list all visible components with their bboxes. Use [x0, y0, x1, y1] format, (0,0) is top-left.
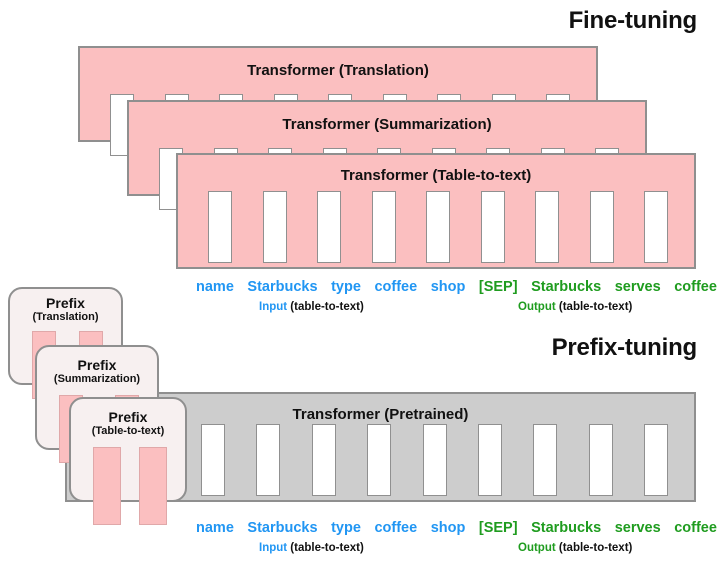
- transformer-label-pretrained: Transformer (Pretrained): [292, 406, 469, 423]
- token-slot: [371, 191, 396, 263]
- token-slot: [589, 191, 614, 263]
- token-slot: [208, 191, 232, 263]
- token-input-3: coffee: [374, 279, 418, 295]
- output-keyword-top: Output: [518, 301, 556, 313]
- token-slot: [422, 424, 447, 496]
- input-label-bottom: Input (table-to-text): [259, 542, 364, 554]
- token-input-2: type: [331, 520, 361, 536]
- token-slot: [644, 424, 668, 496]
- transformer-label-summarization: Transformer (Summarization): [282, 116, 492, 133]
- token-slot: [262, 191, 287, 263]
- output-task-top: (table-to-text): [555, 301, 633, 313]
- input-keyword-bottom: Input: [259, 542, 288, 554]
- prefix-card-title-summarization: Prefix: [77, 357, 117, 373]
- prefix-activation-bar: [93, 447, 121, 525]
- prefix-card-subtitle-summarization: (Summarization): [53, 373, 141, 385]
- token-output-5: [SEP]: [478, 279, 518, 295]
- output-keyword-bottom: Output: [518, 542, 556, 554]
- token-output-8: coffee: [674, 279, 717, 295]
- token-sequence-top: name Starbucks type coffee shop [SEP] Starbuck…: [196, 279, 717, 295]
- token-input-1: Starbucks: [247, 279, 318, 295]
- token-output-6: Starbucks: [531, 279, 602, 295]
- input-task-bottom: (table-to-text): [287, 542, 364, 554]
- token-input-4: shop: [430, 279, 466, 295]
- token-slot: [317, 191, 341, 263]
- token-input-1: Starbucks: [247, 520, 318, 536]
- token-output-5: [SEP]: [478, 520, 518, 536]
- transformer-label-table-to-text: Transformer (Table-to-text): [340, 167, 532, 184]
- token-slot: [588, 424, 613, 496]
- prefix-activation-bar: [139, 447, 167, 525]
- token-slot: [256, 424, 281, 496]
- token-slot: [477, 424, 502, 496]
- token-output-7: serves: [614, 520, 661, 536]
- prefix-card-title-table-to-text: Prefix: [108, 409, 148, 425]
- output-label-bottom: Output (table-to-text): [518, 542, 632, 554]
- prefix-card-table-to-text: Prefix (Table-to-text): [69, 397, 187, 525]
- token-input-3: coffee: [374, 520, 418, 536]
- transformer-label-translation: Transformer (Translation): [247, 62, 429, 79]
- token-input-4: shop: [430, 520, 466, 536]
- token-output-8: coffee: [674, 520, 717, 536]
- token-slot: [644, 191, 668, 263]
- token-slot: [480, 191, 505, 263]
- prefix-card-subtitle-table-to-text: (Table-to-text): [91, 425, 165, 437]
- prefix-tuning-section-title: Prefix-tuning: [551, 334, 698, 361]
- token-input-2: type: [331, 279, 361, 295]
- output-label-top: Output (table-to-text): [518, 301, 632, 313]
- prefix-card-title-translation: Prefix: [46, 295, 85, 311]
- input-keyword-top: Input: [259, 301, 288, 313]
- prefix-card-subtitle-translation: (Translation): [32, 311, 99, 323]
- token-slot: [426, 191, 450, 263]
- token-input-0: name: [196, 279, 234, 295]
- token-input-0: name: [196, 520, 234, 536]
- token-output-6: Starbucks: [531, 520, 602, 536]
- token-slot: [535, 191, 559, 263]
- token-slot: [533, 424, 558, 496]
- io-labels-top: Input (table-to-text) Output (table-to-t…: [196, 301, 717, 317]
- output-task-bottom: (table-to-text): [555, 542, 633, 554]
- input-task-top: (table-to-text): [287, 301, 364, 313]
- fine-tuning-section-title: Fine-tuning: [568, 7, 698, 34]
- token-slot: [367, 424, 392, 496]
- input-label-top: Input (table-to-text): [259, 301, 364, 313]
- io-labels-bottom: Input (table-to-text) Output (table-to-t…: [196, 542, 717, 558]
- transformer-box-table-to-text: Transformer (Table-to-text): [176, 153, 696, 269]
- token-output-7: serves: [614, 279, 661, 295]
- token-slot: [201, 424, 225, 496]
- token-sequence-bottom: name Starbucks type coffee shop [SEP] Starbuck…: [196, 520, 717, 536]
- token-slot: [311, 424, 336, 496]
